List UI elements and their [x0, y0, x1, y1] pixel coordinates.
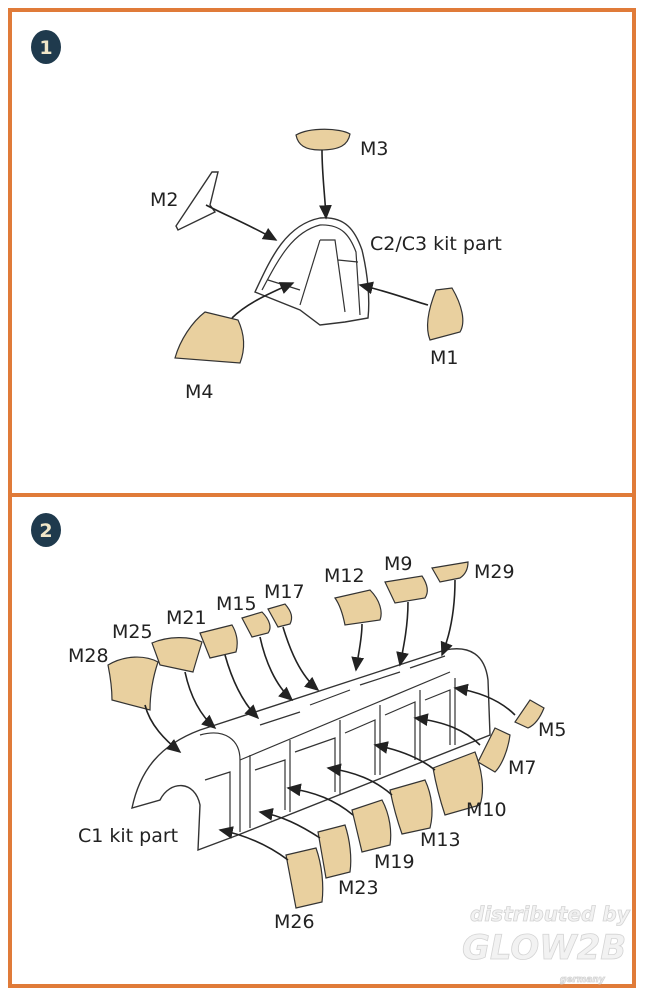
- svg-text:distributed by: distributed by: [470, 902, 631, 926]
- canopy-c2-c3: [254, 217, 370, 326]
- mask-m3: [295, 128, 351, 151]
- mask-m5: [514, 699, 545, 729]
- mask-m12: [333, 589, 382, 626]
- arrow-m19: [286, 783, 354, 816]
- mask-m29: [431, 561, 469, 583]
- svg-text:2: 2: [39, 520, 52, 542]
- step2-panel: [8, 493, 636, 988]
- arrow-m10: [373, 741, 436, 771]
- label-m23: M23: [338, 877, 379, 899]
- arrow-m2: [205, 204, 278, 241]
- arrow-m23: [258, 807, 321, 839]
- step2-badge: 2: [31, 513, 61, 547]
- arrow-m15: [259, 636, 294, 702]
- label-m5: M5: [538, 719, 566, 741]
- label-c2-c3-kit-part: C2/C3 kit part: [370, 233, 502, 255]
- label-m9: M9: [384, 553, 412, 575]
- label-m1: M1: [430, 347, 458, 369]
- svg-text:germany: germany: [560, 975, 606, 985]
- arrow-m21: [224, 654, 260, 720]
- mask-m21: [199, 624, 238, 659]
- mask-m15: [241, 611, 271, 638]
- mask-m9: [384, 575, 428, 604]
- mask-m23: [317, 824, 352, 879]
- mask-m7: [477, 727, 511, 773]
- mask-m4: [174, 311, 245, 364]
- label-m17: M17: [264, 581, 305, 603]
- arrow-m17: [282, 626, 320, 692]
- svg-text:1: 1: [39, 37, 52, 59]
- label-m12: M12: [324, 565, 365, 587]
- arrow-m28: [144, 704, 182, 753]
- arrow-m9: [396, 601, 409, 667]
- arrow-m3: [319, 149, 332, 220]
- label-m28: M28: [68, 645, 109, 667]
- label-m19: M19: [374, 851, 415, 873]
- mask-m26: [285, 847, 324, 909]
- label-m25: M25: [112, 621, 153, 643]
- label-m21: M21: [166, 607, 207, 629]
- label-m29: M29: [474, 561, 515, 583]
- label-m3: M3: [360, 138, 388, 160]
- label-m26: M26: [274, 911, 315, 933]
- arrow-m1: [358, 281, 429, 306]
- label-m7: M7: [508, 757, 536, 779]
- arrow-m7: [413, 713, 481, 746]
- arrow-m26: [218, 826, 289, 861]
- step1-badge: 1: [31, 30, 61, 64]
- mask-m1: [426, 287, 464, 341]
- label-m4: M4: [185, 381, 213, 403]
- mask-m25: [151, 637, 203, 673]
- label-m10: M10: [466, 799, 507, 821]
- mask-m28: [107, 656, 159, 711]
- label-m13: M13: [420, 829, 461, 851]
- canopy-c1: [131, 648, 491, 852]
- mask-m10: [432, 751, 484, 816]
- arrow-m5: [453, 683, 516, 716]
- label-m15: M15: [216, 593, 257, 615]
- label-c1-kit-part: C1 kit part: [78, 825, 178, 847]
- mask-m13: [389, 779, 433, 835]
- label-m2: M2: [150, 189, 178, 211]
- svg-text:GLOW2B: GLOW2B: [462, 928, 626, 968]
- arrow-m13: [326, 763, 393, 796]
- distributor-watermark: distributed by GLOW2B germany: [462, 902, 631, 986]
- mask-m17: [267, 603, 293, 628]
- arrow-m4: [231, 282, 295, 319]
- arrow-m25: [184, 671, 217, 730]
- mask-m19: [351, 799, 392, 853]
- arrow-m12: [351, 623, 365, 672]
- arrow-m29: [440, 579, 456, 657]
- mask-m2: [175, 171, 219, 231]
